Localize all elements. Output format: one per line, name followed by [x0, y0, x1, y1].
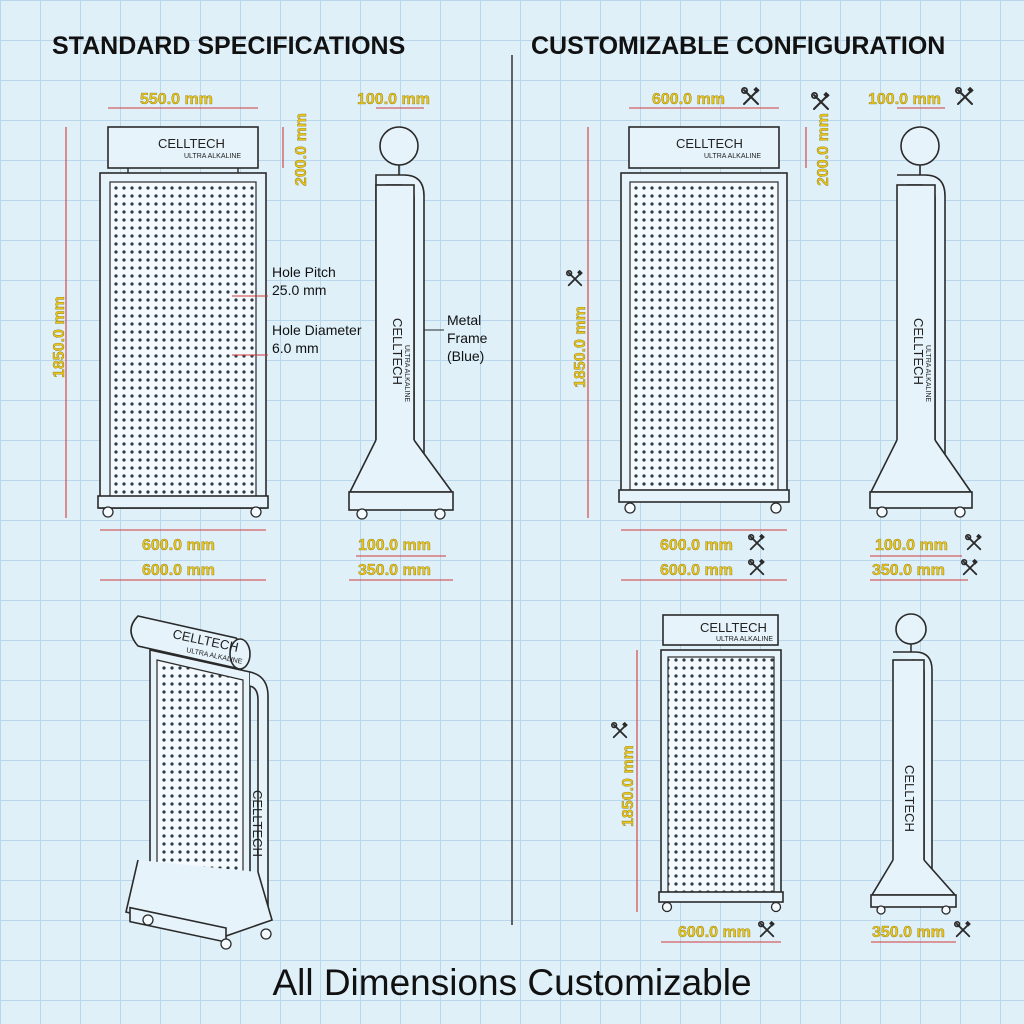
dim-total-height: 1850.0 mm [51, 296, 68, 378]
dim-header-width: 550.0 mm [140, 91, 213, 108]
custom-pegboard-panel [629, 181, 779, 493]
customize-tool-icon[interactable] [741, 87, 761, 105]
hole-diameter-value: 6.0 mm [272, 340, 319, 356]
svg-text:CELLTECH: CELLTECH [700, 620, 767, 635]
dim-side-base: 350.0 mm [358, 562, 431, 579]
dim-side-post: 100.0 mm [358, 537, 431, 554]
custom-dim-small-width: 600.0 mm [678, 924, 751, 941]
custom-header-sign [628, 126, 780, 169]
custom-dim-header-width: 600.0 mm [652, 91, 725, 108]
custom-dim-side-post: 100.0 mm [875, 537, 948, 554]
custom-dim-side-base: 350.0 mm [872, 562, 945, 579]
customize-tool-icon[interactable] [955, 87, 975, 105]
customize-tool-icon[interactable] [566, 270, 584, 287]
standard-isometric-view: CELLTECH ULTRA ALKALINE CELLTECH [125, 615, 273, 950]
custom-small-front-view: CELLTECH ULTRA ALKALINE 1850.0 mm 600.0 … [611, 614, 784, 943]
standard-front-view: CELLTECH ULTRA ALKALINE 550.0 mm 200.0 m… [51, 91, 362, 581]
customize-tool-icon[interactable] [748, 534, 766, 551]
svg-text:ULTRA ALKALINE: ULTRA ALKALINE [403, 345, 410, 402]
standard-side-view: CELLTECH ULTRA ALKALINE 100.0 mm 100.0 m… [348, 91, 488, 581]
customize-tool-icon[interactable] [758, 921, 776, 938]
custom-front-view: CELLTECH ULTRA ALKALINE 600.0 mm 200.0 m… [566, 87, 832, 581]
customize-tool-icon[interactable] [748, 559, 766, 576]
dim-side-top: 100.0 mm [357, 91, 430, 108]
custom-dim-small-side-base: 350.0 mm [872, 924, 945, 941]
customize-tool-icon[interactable] [961, 559, 979, 576]
svg-text:CELLTECH: CELLTECH [902, 765, 917, 832]
dim-base-width: 600.0 mm [142, 562, 215, 579]
custom-small-side-view: CELLTECH 350.0 mm [870, 613, 972, 943]
svg-text:CELLTECH: CELLTECH [676, 136, 743, 151]
svg-text:(Blue): (Blue) [447, 348, 484, 364]
dim-header-height: 200.0 mm [293, 113, 310, 186]
hole-pitch-label: Hole Pitch [272, 264, 336, 280]
svg-text:ULTRA ALKALINE: ULTRA ALKALINE [716, 636, 773, 643]
svg-text:CELLTECH: CELLTECH [250, 790, 265, 857]
brand-name: CELLTECH [158, 136, 225, 151]
pegboard-panel [109, 181, 257, 501]
header-sign [107, 126, 259, 169]
custom-dim-small-height: 1850.0 mm [620, 745, 637, 827]
custom-dim-side-top: 100.0 mm [868, 91, 941, 108]
caster-wheel [250, 506, 262, 518]
svg-text:ULTRA ALKALINE: ULTRA ALKALINE [924, 345, 931, 402]
brand-sub: ULTRA ALKALINE [184, 153, 241, 160]
side-base [348, 491, 454, 511]
custom-side-view: CELLTECH ULTRA ALKALINE 100.0 mm 100.0 m… [868, 87, 983, 581]
svg-text:CELLTECH: CELLTECH [911, 318, 926, 385]
customize-tool-icon[interactable] [811, 92, 831, 110]
custom-dim-panel-width: 600.0 mm [660, 537, 733, 554]
frame-note: Metal [447, 312, 481, 328]
svg-text:Frame: Frame [447, 330, 488, 346]
customize-tool-icon[interactable] [611, 722, 629, 739]
heading-custom: CUSTOMIZABLE CONFIGURATION [531, 32, 945, 60]
hole-diameter-label: Hole Diameter [272, 322, 362, 338]
caster-wheel [102, 506, 114, 518]
svg-text:ULTRA ALKALINE: ULTRA ALKALINE [704, 153, 761, 160]
hole-pitch-value: 25.0 mm [272, 282, 326, 298]
custom-dim-header-height: 200.0 mm [815, 113, 832, 186]
heading-standard: STANDARD SPECIFICATIONS [52, 32, 405, 60]
frame-base [97, 495, 269, 509]
customize-tool-icon[interactable] [965, 534, 983, 551]
side-brand: CELLTECH [390, 318, 405, 385]
dim-panel-width: 600.0 mm [142, 537, 215, 554]
custom-dim-base-width: 600.0 mm [660, 562, 733, 579]
footer-caption: All Dimensions Customizable [272, 962, 751, 1003]
customize-tool-icon[interactable] [954, 921, 972, 938]
side-top-disc [379, 126, 419, 166]
custom-dim-total-height: 1850.0 mm [572, 306, 589, 388]
